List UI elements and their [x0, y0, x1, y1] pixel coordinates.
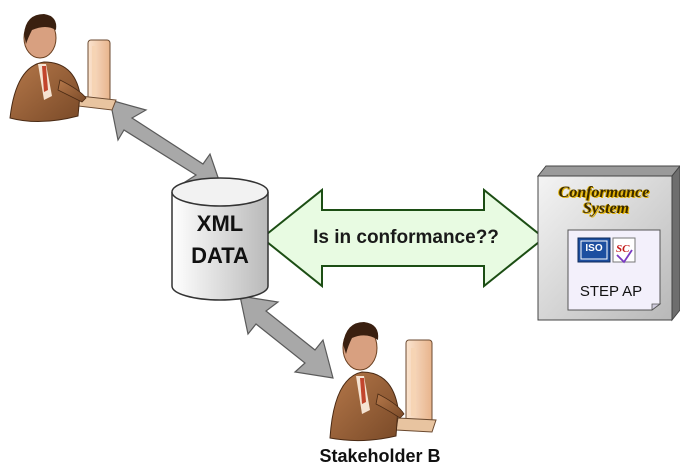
database-label-line1: XML: [196, 211, 244, 236]
arrow-data-to-stakeholder-b: [239, 295, 334, 379]
sc-logo-icon: SC: [612, 237, 636, 264]
conformance-system-title-line1: Conformance: [558, 184, 650, 201]
conformance-system-title-line2: System: [582, 200, 630, 217]
stakeholder-a-figure: [9, 14, 117, 123]
conformance-question-label: Is in conformance??: [313, 227, 499, 248]
iso-badge-text: ISO: [585, 243, 603, 254]
svg-text:SC: SC: [616, 243, 630, 255]
step-ap-label: STEP AP: [579, 283, 643, 300]
stakeholder-b-label: Stakeholder B: [319, 446, 441, 466]
iso-logo-icon: [577, 237, 611, 263]
database-label-line2: DATA: [191, 243, 249, 268]
xml-data-database: [171, 177, 269, 301]
stakeholder-b-figure: [329, 322, 437, 442]
